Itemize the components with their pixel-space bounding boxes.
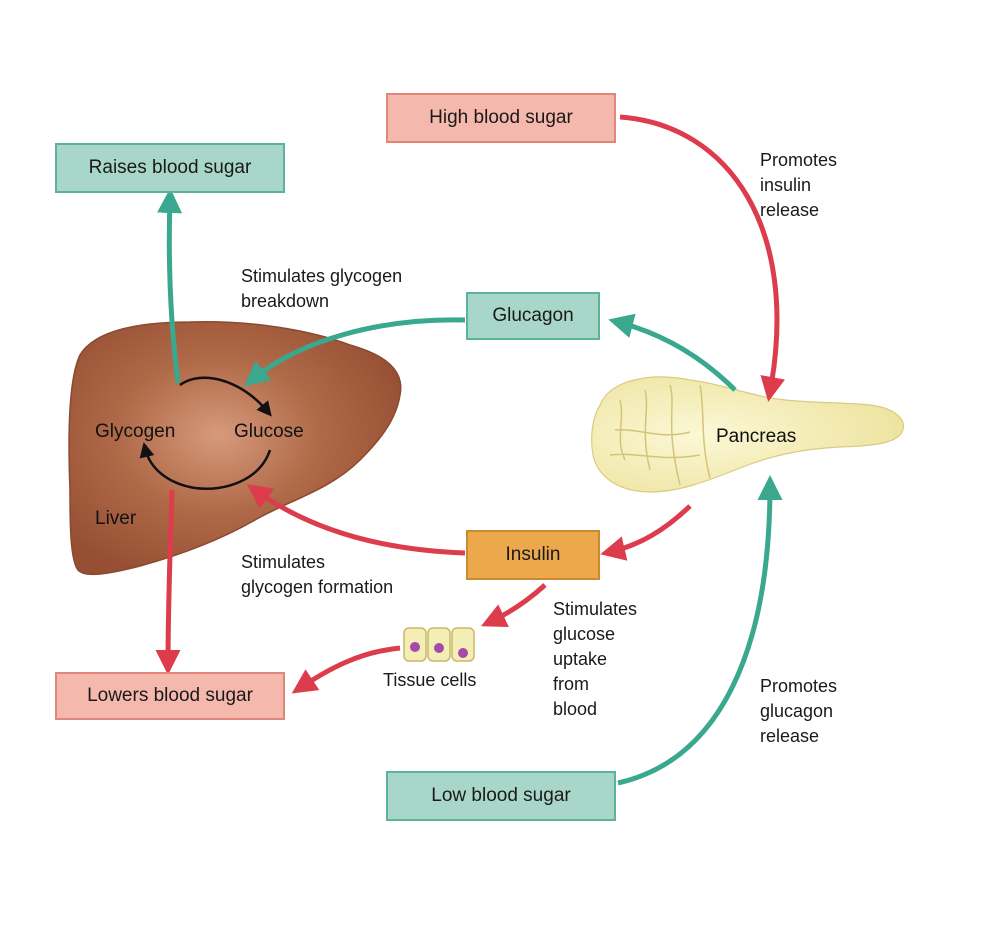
cycle-arrow-bottom (139, 442, 272, 490)
high-blood-sugar-box: High blood sugar (386, 93, 616, 143)
pancreas-label: Pancreas (716, 426, 797, 447)
raises-blood-sugar-box: Raises blood sugar (55, 143, 285, 193)
arrow-insulin-to-liver (246, 484, 466, 556)
stimulates-glycogen-formation-label: Stimulates glycogen formation (241, 552, 394, 597)
tissue-cells-label: Tissue cells (383, 670, 477, 690)
promotes-insulin-release-label: Promotes insulin release (760, 150, 838, 220)
cycle-arrow-top (179, 376, 272, 417)
glucagon-box: Glucagon (466, 292, 600, 340)
glycogen-label: Glycogen (95, 421, 176, 442)
arrow-insulin-to-tissue (480, 583, 547, 627)
liver-label: Liver (95, 508, 137, 529)
liver-shape (68, 320, 402, 576)
arrow-high-to-pancreas (619, 114, 786, 402)
promotes-glucagon-release-label: Promotes glucagon release (760, 676, 838, 746)
insulin-box: Insulin (466, 530, 600, 580)
glucose-label: Glucose (234, 421, 304, 442)
arrow-liver-to-raises (157, 188, 183, 384)
pancreas-shape (591, 376, 904, 493)
stimulates-glycogen-breakdown-label: Stimulates glycogen breakdown (241, 266, 403, 311)
arrow-low-to-pancreas (617, 475, 783, 786)
stimulates-glucose-uptake-label: Stimulates glucose uptake from blood (553, 599, 638, 719)
arrow-tissue-to-lowers (291, 645, 401, 694)
low-blood-sugar-box: Low blood sugar (386, 771, 616, 821)
lowers-blood-sugar-box: Lowers blood sugar (55, 672, 285, 720)
tissue-cells-icon (403, 627, 475, 662)
arrow-glucagon-to-liver (244, 317, 466, 387)
arrow-pancreas-to-insulin (600, 504, 692, 561)
arrow-pancreas-to-glucagon (608, 313, 737, 392)
arrow-liver-to-lowers (155, 489, 181, 675)
